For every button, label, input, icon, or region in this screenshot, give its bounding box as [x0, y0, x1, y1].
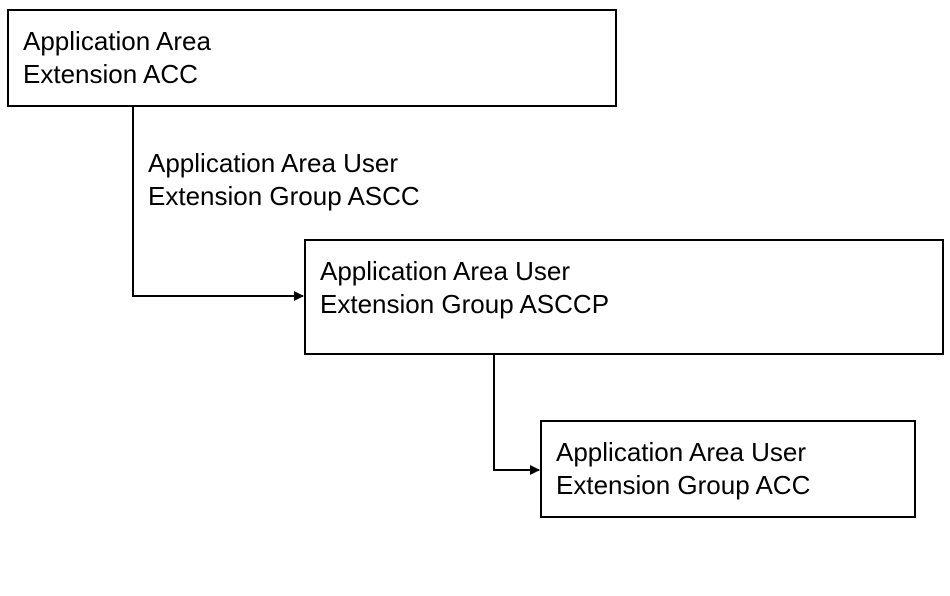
acc-child-box-label-line1: Application Area User	[556, 437, 807, 467]
asccp-to-acc-connector	[493, 355, 540, 475]
acc-child-box-label: Application Area User Extension Group AC…	[556, 436, 810, 502]
acc-box-user-extension-group[interactable]: Application Area User Extension Group AC…	[540, 420, 916, 518]
ascc-connector	[132, 107, 304, 301]
acc-child-box-label-line2: Extension Group ACC	[556, 470, 811, 500]
ascc-label-line1: Application Area User	[148, 148, 399, 178]
ascc-label-line2: Extension Group ASCC	[148, 181, 420, 211]
ascc-connector-label: Application Area User Extension Group AS…	[148, 147, 420, 213]
acc-box-application-area-extension[interactable]: Application Area Extension ACC	[7, 9, 617, 107]
asccp-box-label-line1: Application Area User	[320, 256, 571, 286]
asccp-box-label-line2: Extension Group ASCCP	[320, 289, 610, 319]
acc-box-label: Application Area Extension ACC	[23, 25, 211, 91]
asccp-box-label: Application Area User Extension Group AS…	[320, 255, 609, 321]
acc-box-label-line1: Application Area	[23, 26, 211, 56]
asccp-box-user-extension-group[interactable]: Application Area User Extension Group AS…	[304, 239, 944, 355]
acc-box-label-line2: Extension ACC	[23, 59, 198, 89]
